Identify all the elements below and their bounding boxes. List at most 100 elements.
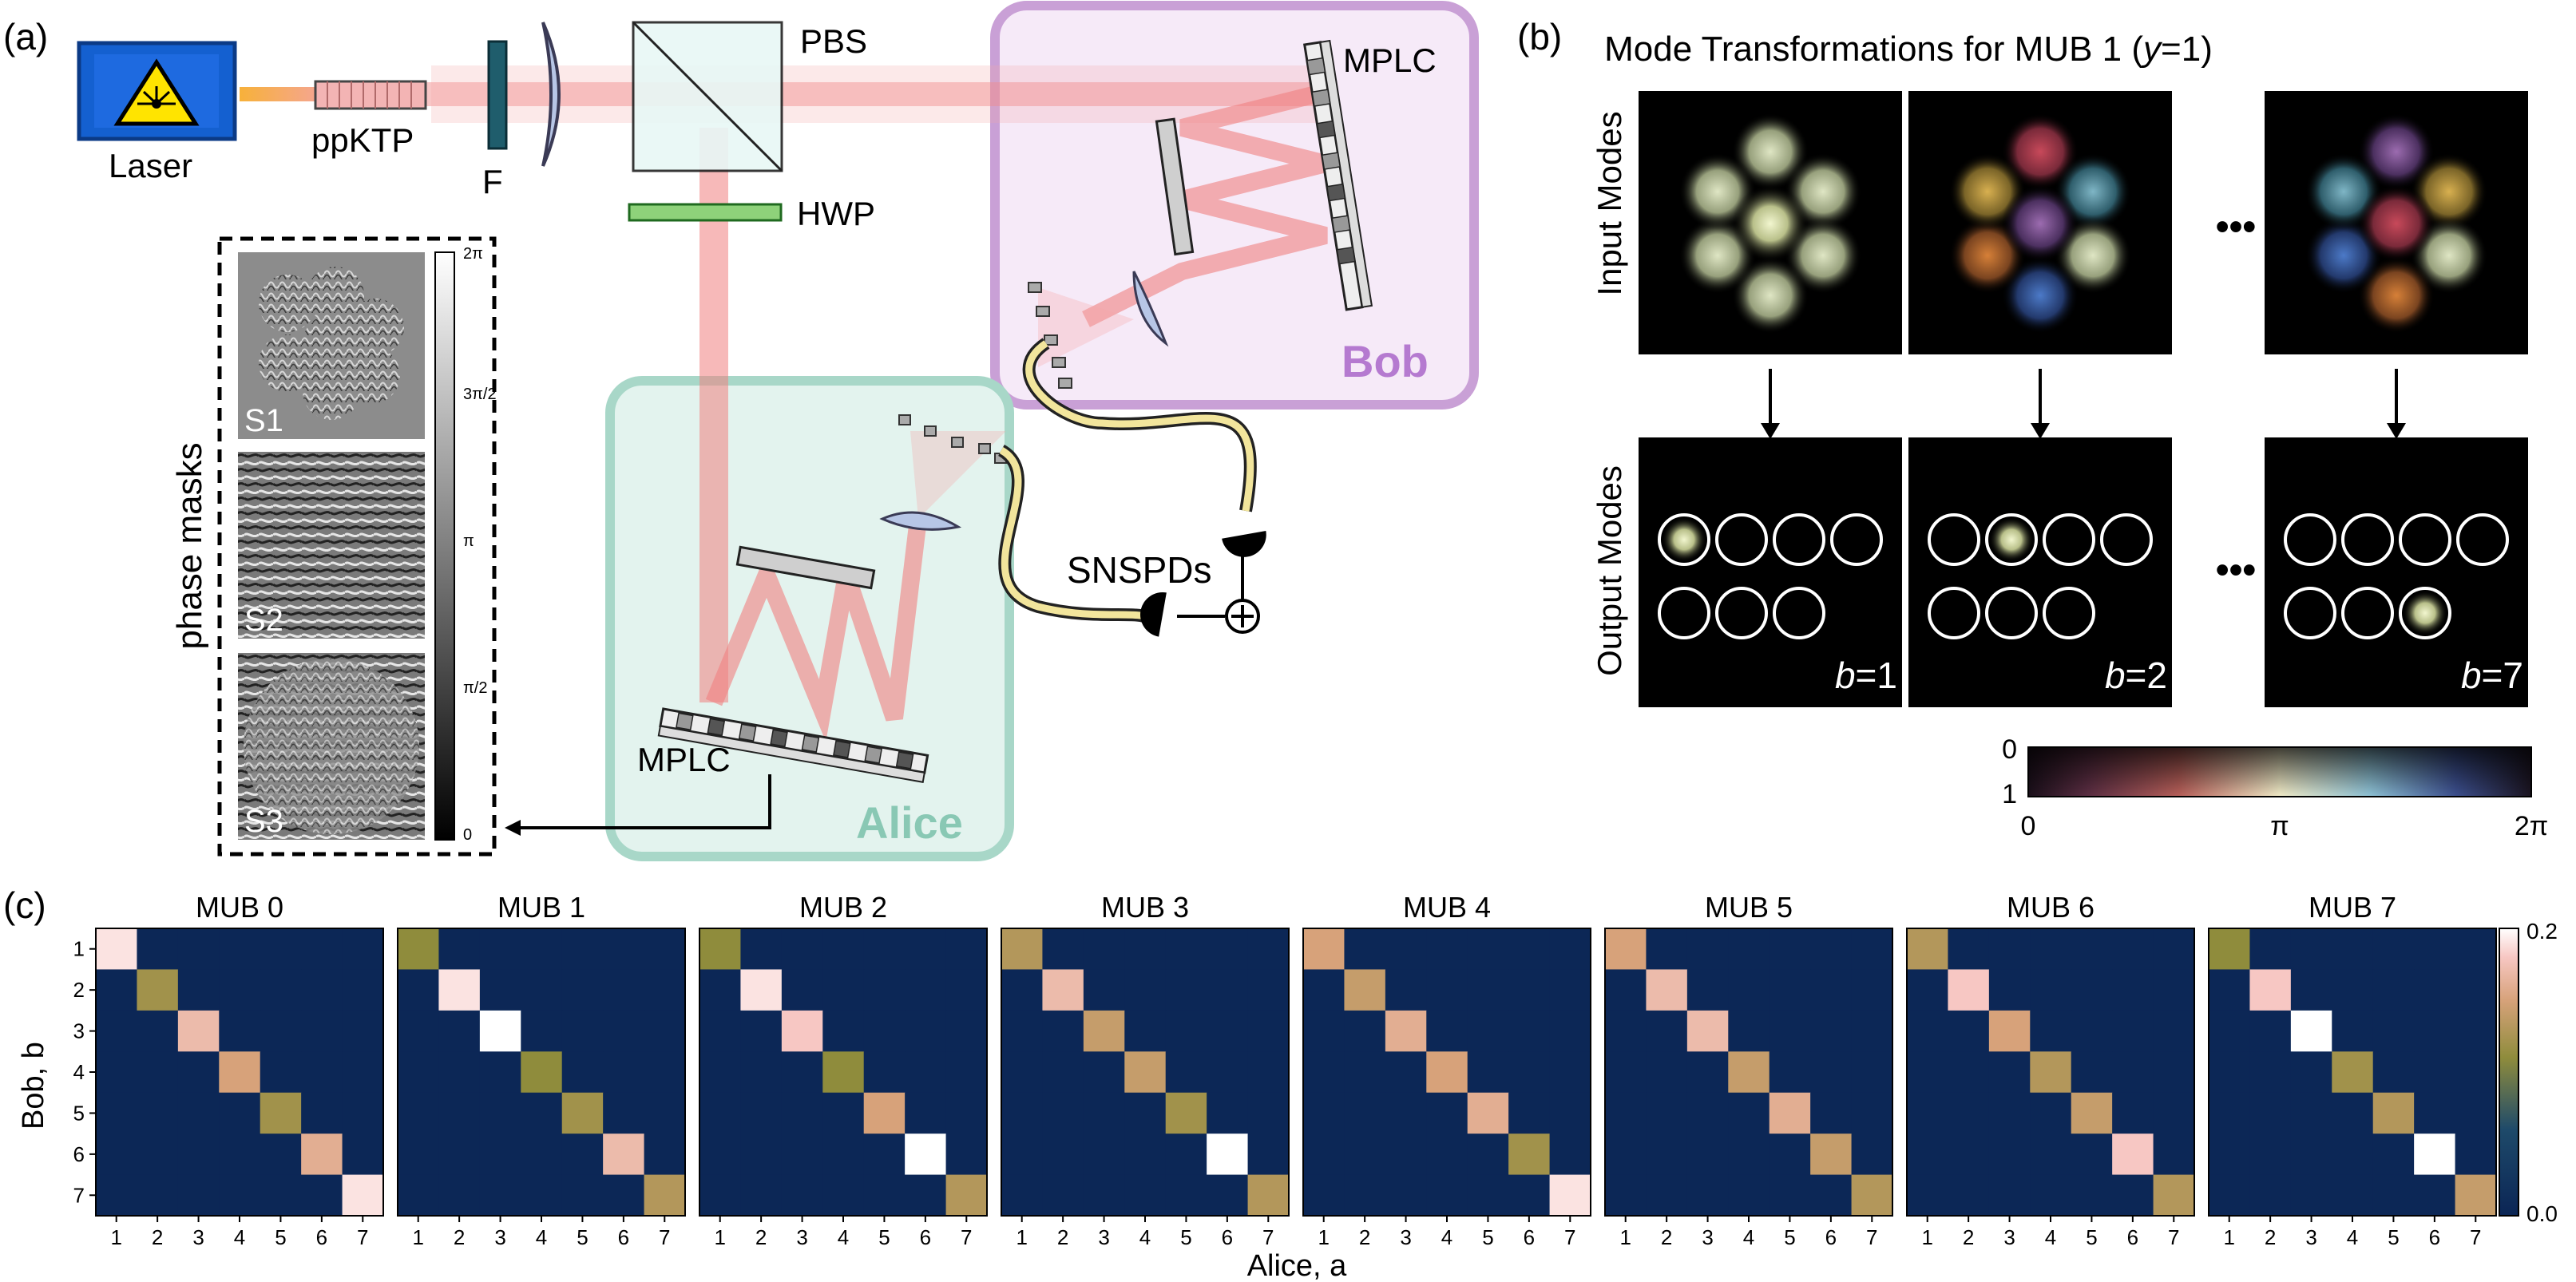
heatmap-cell [863, 1010, 906, 1052]
heatmap-cell [1467, 969, 1509, 1011]
pbs-diagonal [632, 21, 783, 172]
heatmap-cell [1851, 1051, 1893, 1094]
heatmap-cell [301, 969, 343, 1011]
heatmap-cell [1851, 1134, 1893, 1176]
heatmap-cell [1124, 1134, 1167, 1176]
heatmap-cell [822, 1092, 865, 1134]
heatmap-cell [342, 1010, 384, 1052]
output-mode-aperture [1985, 513, 2038, 566]
output-mode-tile [1908, 437, 2172, 707]
heatmap-cell [905, 1051, 947, 1094]
heatmap-cell [603, 1051, 645, 1094]
heatmap-title: MUB 0 [196, 891, 283, 924]
heatmap-cell [479, 1051, 521, 1094]
heatmap-cell [699, 1174, 741, 1217]
heatmap-cell [2071, 1174, 2113, 1217]
heatmap-cell [219, 928, 261, 970]
heatmap-cell [398, 1092, 439, 1134]
x-tick-label: 1 [412, 1225, 423, 1249]
output-mode-aperture [2341, 513, 2394, 566]
heatmap-cell [822, 1174, 865, 1217]
heatmap-cell [905, 1174, 947, 1217]
heatmap-cell [2332, 969, 2374, 1011]
heatmap-cell [781, 969, 823, 1011]
heatmap-cell [644, 1010, 686, 1052]
heatmap-cell [398, 969, 439, 1011]
heatmap-cell [1207, 1010, 1249, 1052]
heatmap-cell [1646, 1174, 1688, 1217]
x-tick-label: 6 [2127, 1225, 2138, 1249]
heatmap-cell [1303, 1051, 1345, 1094]
heatmap-cell [96, 1010, 137, 1052]
heatmap-cell [863, 1051, 906, 1094]
heatmap-cell [1605, 1051, 1647, 1094]
heatmap-cell [699, 1051, 741, 1094]
heatmap-cell [781, 1174, 823, 1217]
heatmap-cell [603, 928, 645, 970]
bob-fiber-array [1028, 282, 1072, 389]
mask-s3-core [244, 659, 419, 834]
mask-s2 [238, 452, 425, 639]
heatmap-cell [1769, 969, 1811, 1011]
heatmap-cell [822, 1010, 865, 1052]
heatmap-cell [1385, 928, 1427, 970]
heatmap-cell [177, 1092, 220, 1134]
mask-colorbar-ticks: 2π 3π/2 π π/2 0 [463, 245, 497, 844]
heatmap-cell [260, 969, 302, 1011]
heatmap-cell [1467, 1051, 1509, 1094]
heatmap-cell [342, 1051, 384, 1094]
heatmap-cell [2290, 1051, 2332, 1094]
input-modes-label: Input Modes [1591, 111, 1628, 295]
x-tick-label: 3 [1702, 1225, 1713, 1249]
heatmap-cell [1605, 1010, 1647, 1052]
mask-pointer-arrowhead [505, 820, 521, 836]
alice-beam [699, 128, 728, 702]
output-mode-aperture [1658, 513, 1710, 566]
heatmap-cell [521, 928, 563, 970]
heatmap-cell [945, 969, 988, 1011]
heatmap-cell [781, 1051, 823, 1094]
input-mode-1 [1639, 91, 1902, 354]
heatmap-cell [2030, 1134, 2072, 1176]
heatmap-cell [1124, 969, 1167, 1011]
heatmap-cell [603, 969, 645, 1011]
heatmap-cell [438, 1174, 481, 1217]
heatmap-cell [1810, 1092, 1853, 1134]
x-tick-label: 3 [192, 1225, 204, 1249]
heatmap-cell [1508, 928, 1551, 970]
heatmap-cell [1851, 1010, 1893, 1052]
heatmap-cell [2372, 969, 2415, 1011]
heatmap-cell [177, 1010, 220, 1052]
heatmap-cell [137, 1134, 179, 1176]
heatmap-cell [644, 1174, 686, 1217]
heatmap-cell [96, 1092, 137, 1134]
mask-tick-2pi: 2π [463, 245, 483, 263]
mask-colorbar [434, 251, 455, 841]
heatmap-cell [1810, 1010, 1853, 1052]
x-tick-label: 7 [2470, 1225, 2481, 1249]
x-tick-label: 1 [110, 1225, 121, 1249]
heatmap-cell [260, 1092, 302, 1134]
heatmap-cell [1207, 1051, 1249, 1094]
heatmap-cell [398, 1010, 439, 1052]
heatmap-title: MUB 3 [1101, 891, 1189, 924]
heatmap-cell [2290, 928, 2332, 970]
heatmap-cell [1042, 1134, 1084, 1176]
x-tick-label: 4 [1139, 1225, 1151, 1249]
x-tick-label: 6 [920, 1225, 931, 1249]
heatmap-title: MUB 4 [1403, 891, 1491, 924]
heatmap-cell [1001, 1174, 1043, 1217]
laser-warning-icon [113, 58, 200, 126]
phase-tick-pi: π [2270, 811, 2289, 841]
alice-mirror [735, 545, 876, 590]
output-mode-aperture [2043, 513, 2095, 566]
heatmap-cell [1549, 928, 1591, 970]
x-tick-label: 4 [234, 1225, 245, 1249]
heatmap-cell [1042, 1051, 1084, 1094]
heatmap-cell [945, 1010, 988, 1052]
heatmap-cell [561, 928, 604, 970]
heatmap-cell [2332, 1010, 2374, 1052]
x-tick-label: 7 [357, 1225, 368, 1249]
heatmap-cell [822, 1051, 865, 1094]
